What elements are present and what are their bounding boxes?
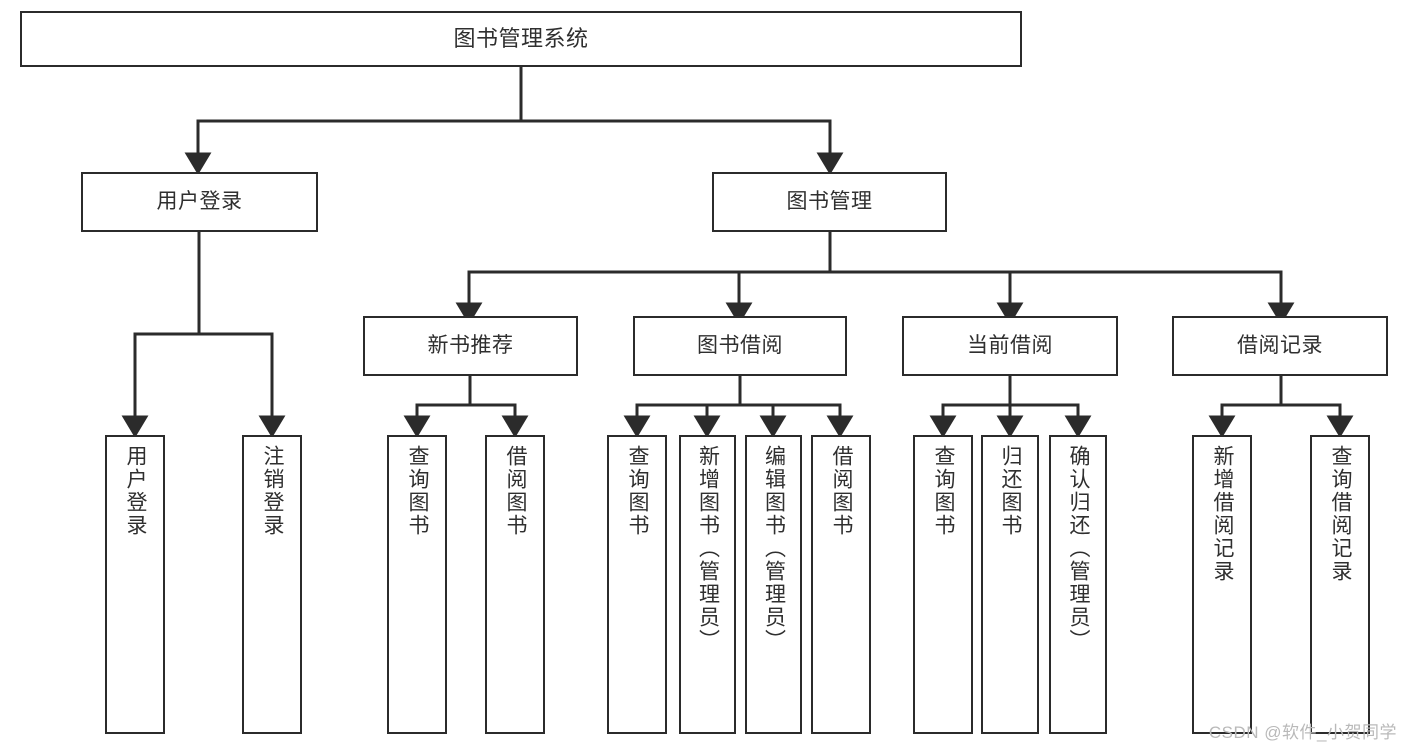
leaf-borrow-borrow-book[interactable]: 借阅图书	[811, 435, 871, 734]
leaf-user-login-signout[interactable]: 注销登录	[242, 435, 302, 734]
node-current-borrow[interactable]: 当前借阅	[902, 316, 1118, 376]
node-label: 查询借阅记录	[1329, 445, 1353, 583]
node-book-management[interactable]: 图书管理	[712, 172, 947, 232]
node-label: 当前借阅	[967, 333, 1053, 357]
leaf-record-query-record[interactable]: 查询借阅记录	[1310, 435, 1370, 734]
node-label: 查询图书	[626, 445, 650, 537]
leaf-record-add-record[interactable]: 新增借阅记录	[1192, 435, 1252, 734]
node-label: 新书推荐	[427, 333, 514, 357]
node-label: 确认归还（管理员）	[1067, 445, 1091, 652]
node-label: 查询图书	[406, 445, 430, 537]
node-label: 借阅图书	[830, 445, 854, 537]
leaf-recommend-query-book[interactable]: 查询图书	[387, 435, 447, 734]
node-label: 图书管理	[786, 189, 873, 213]
leaf-borrow-add-book-admin[interactable]: 新增图书（管理员）	[679, 435, 736, 734]
watermark-text: CSDN @软件_小贺同学	[1208, 723, 1397, 742]
leaf-borrow-query-book[interactable]: 查询图书	[607, 435, 667, 734]
node-label: 归还图书	[999, 445, 1023, 537]
leaf-current-query-book[interactable]: 查询图书	[913, 435, 973, 734]
node-book-borrow[interactable]: 图书借阅	[633, 316, 847, 376]
node-label: 编辑图书（管理员）	[762, 445, 786, 652]
node-label: 图书管理系统	[453, 26, 589, 52]
node-label: 查询图书	[932, 445, 956, 537]
node-label: 借阅记录	[1237, 333, 1323, 357]
node-label: 图书借阅	[697, 333, 783, 357]
node-new-book-recommend[interactable]: 新书推荐	[363, 316, 578, 376]
node-root-system[interactable]: 图书管理系统	[20, 11, 1022, 67]
node-borrow-record[interactable]: 借阅记录	[1172, 316, 1388, 376]
leaf-borrow-edit-book-admin[interactable]: 编辑图书（管理员）	[745, 435, 802, 734]
leaf-current-confirm-return-admin[interactable]: 确认归还（管理员）	[1049, 435, 1107, 734]
node-label: 新增借阅记录	[1211, 445, 1235, 583]
node-label: 借阅图书	[504, 445, 528, 537]
leaf-current-return-book[interactable]: 归还图书	[981, 435, 1039, 734]
node-label: 用户登录	[124, 445, 148, 537]
node-label: 新增图书（管理员）	[696, 445, 720, 652]
node-user-login[interactable]: 用户登录	[81, 172, 318, 232]
leaf-recommend-borrow-book[interactable]: 借阅图书	[485, 435, 545, 734]
node-label: 用户登录	[156, 189, 243, 213]
node-label: 注销登录	[261, 445, 285, 537]
leaf-user-login-signin[interactable]: 用户登录	[105, 435, 165, 734]
